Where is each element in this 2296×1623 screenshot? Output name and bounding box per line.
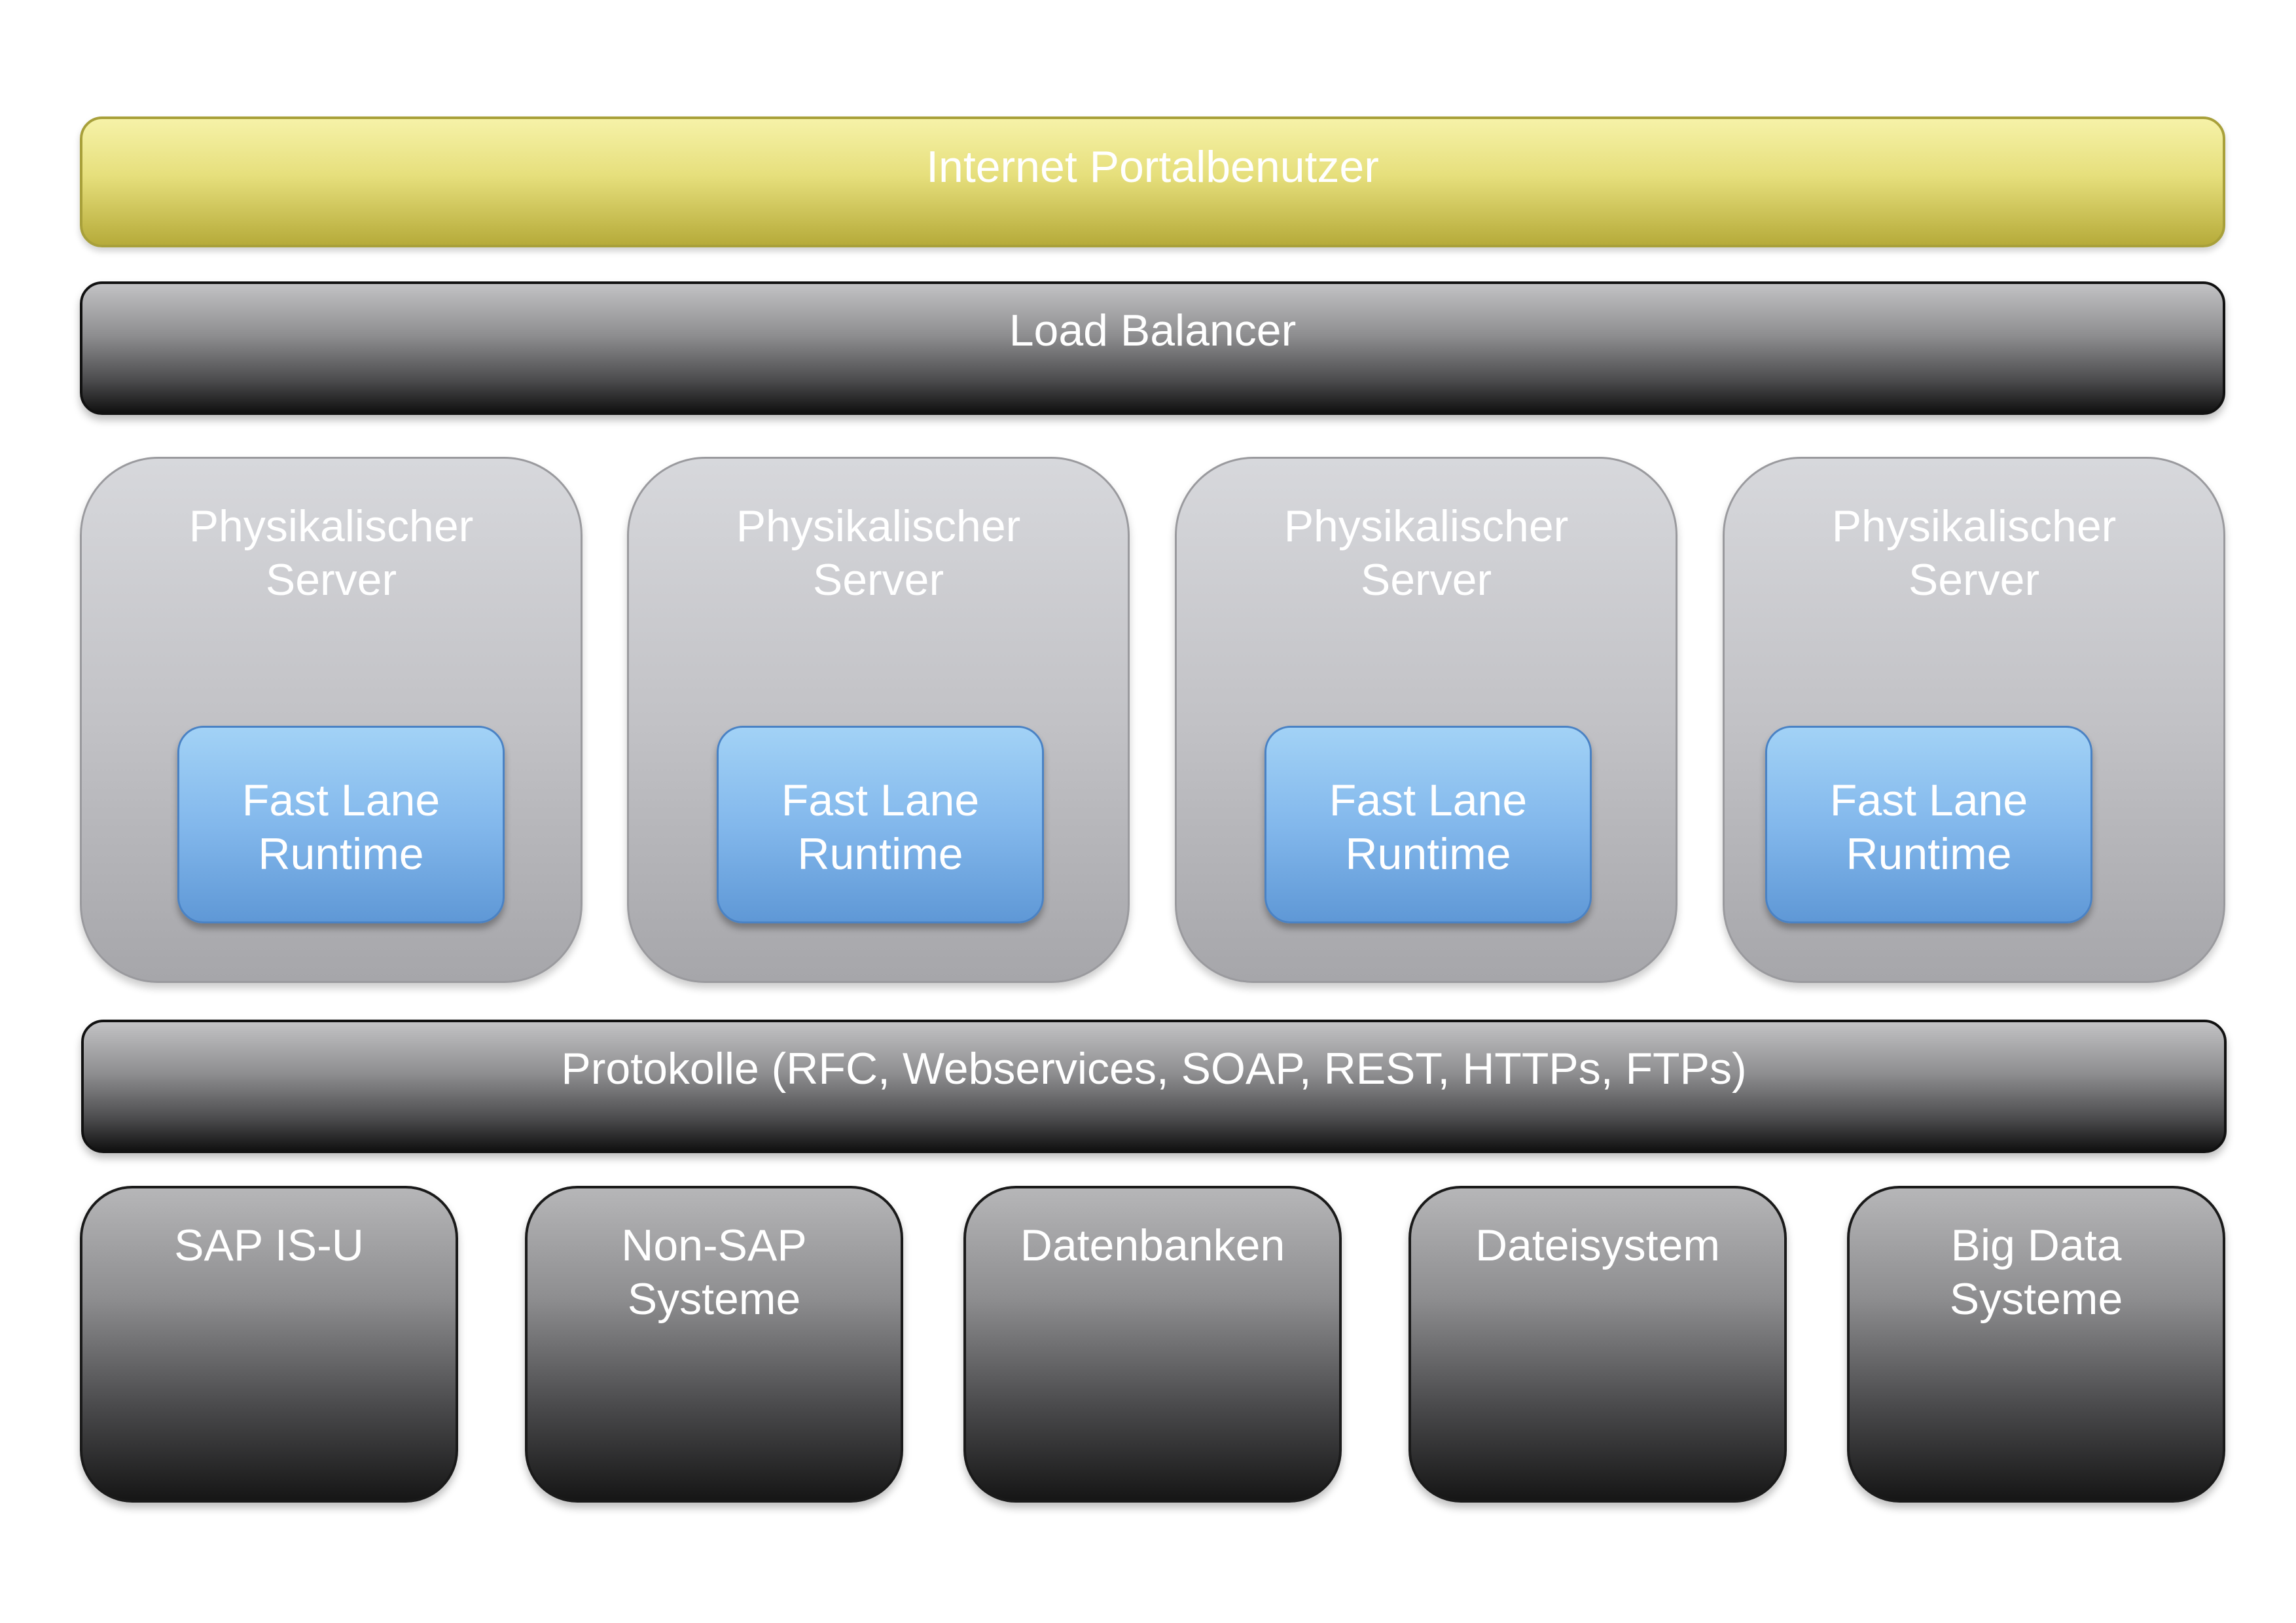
backend-label: Big Data Systeme (1949, 1221, 2123, 1324)
backend-label: Non-SAP Systeme (621, 1221, 807, 1324)
load-balancer-label: Load Balancer (1009, 306, 1297, 355)
fast-lane-runtime-label: Fast Lane Runtime (1829, 776, 2028, 879)
fast-lane-runtime-1: Fast Lane Runtime (177, 726, 505, 923)
backend-non-sap-systems: Non-SAP Systeme (525, 1186, 903, 1503)
fast-lane-runtime-label: Fast Lane Runtime (781, 776, 980, 879)
physical-server-label: Physikalischer Server (736, 501, 1021, 605)
physical-server-label: Physikalischer Server (1831, 501, 2117, 605)
backend-big-data-systems: Big Data Systeme (1847, 1186, 2225, 1503)
physical-server-2: Physikalischer Server Fast Lane Runtime (627, 457, 1130, 983)
internet-portal-users-bar: Internet Portalbenutzer (80, 116, 2225, 247)
backend-label: Datenbanken (1020, 1221, 1285, 1270)
physical-server-label: Physikalischer Server (188, 501, 474, 605)
physical-server-1: Physikalischer Server Fast Lane Runtime (80, 457, 583, 983)
fast-lane-runtime-3: Fast Lane Runtime (1265, 726, 1592, 923)
internet-portal-users-label: Internet Portalbenutzer (926, 142, 1379, 192)
physical-server-4: Physikalischer Server Fast Lane Runtime (1723, 457, 2225, 983)
fast-lane-runtime-4: Fast Lane Runtime (1765, 726, 2092, 923)
fast-lane-runtime-label: Fast Lane Runtime (242, 776, 440, 879)
physical-server-label: Physikalischer Server (1283, 501, 1569, 605)
fast-lane-runtime-label: Fast Lane Runtime (1329, 776, 1528, 879)
backend-file-system: Dateisystem (1408, 1186, 1787, 1503)
fast-lane-runtime-2: Fast Lane Runtime (717, 726, 1044, 923)
physical-server-3: Physikalischer Server Fast Lane Runtime (1175, 457, 1677, 983)
backend-databases: Datenbanken (963, 1186, 1342, 1503)
backend-sap-isu: SAP IS-U (80, 1186, 458, 1503)
load-balancer-bar: Load Balancer (80, 281, 2225, 415)
backend-label: Dateisystem (1475, 1221, 1721, 1270)
protocols-bar: Protokolle (RFC, Webservices, SOAP, REST… (81, 1020, 2227, 1153)
protocols-label: Protokolle (RFC, Webservices, SOAP, REST… (561, 1044, 1747, 1094)
backend-label: SAP IS-U (174, 1221, 364, 1270)
